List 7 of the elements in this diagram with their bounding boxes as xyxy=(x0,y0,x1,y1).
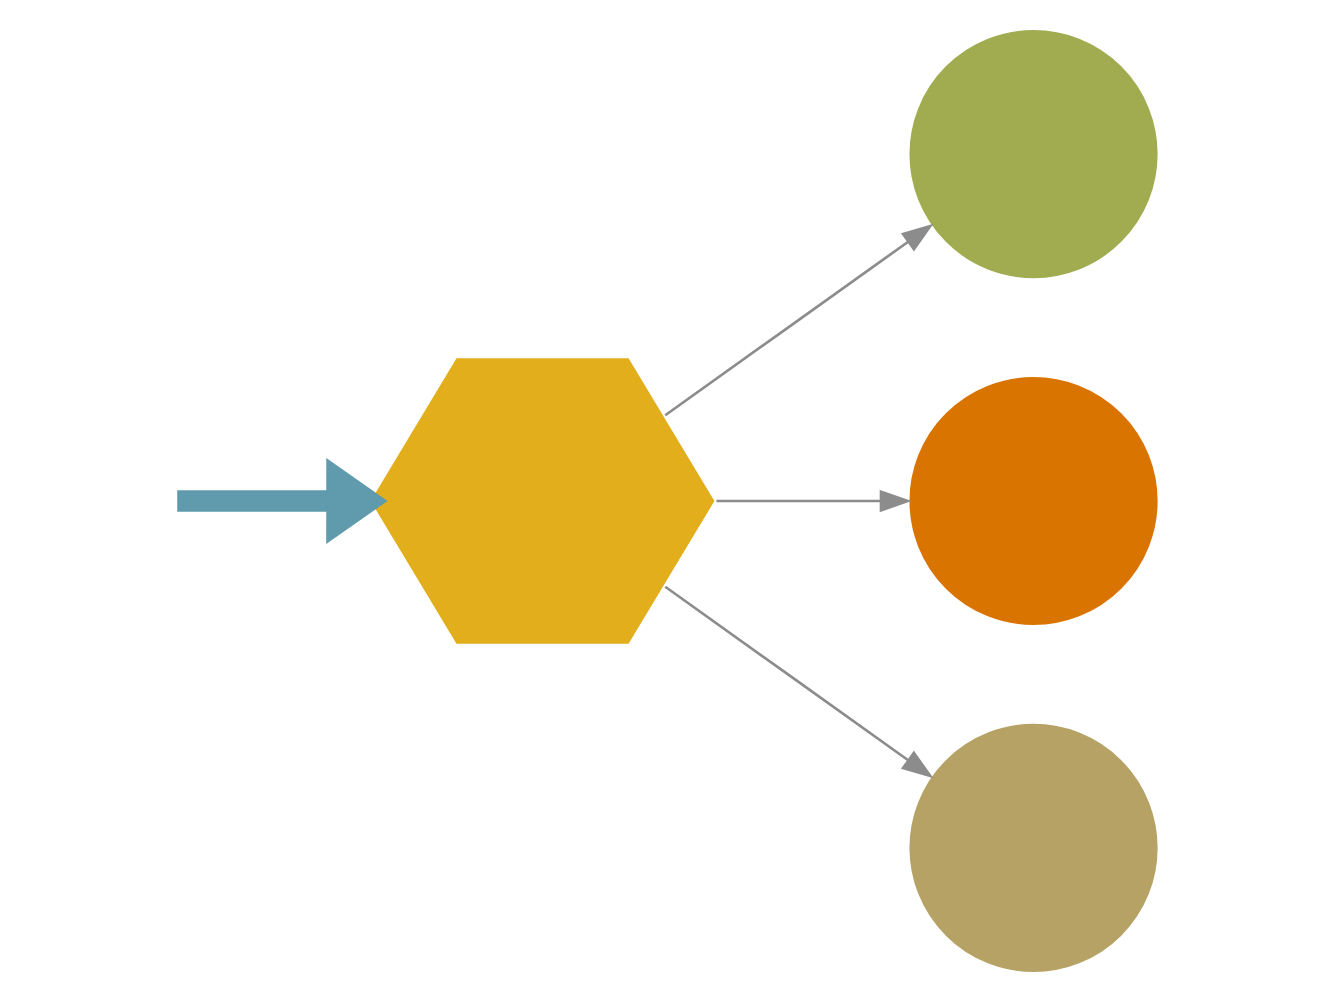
arrow xyxy=(664,584,934,778)
node-circle xyxy=(906,26,1161,280)
node-circle xyxy=(906,373,1161,627)
node-circle xyxy=(906,720,1161,974)
arrow xyxy=(716,488,912,512)
arrow xyxy=(177,457,388,543)
arrow xyxy=(664,222,934,416)
